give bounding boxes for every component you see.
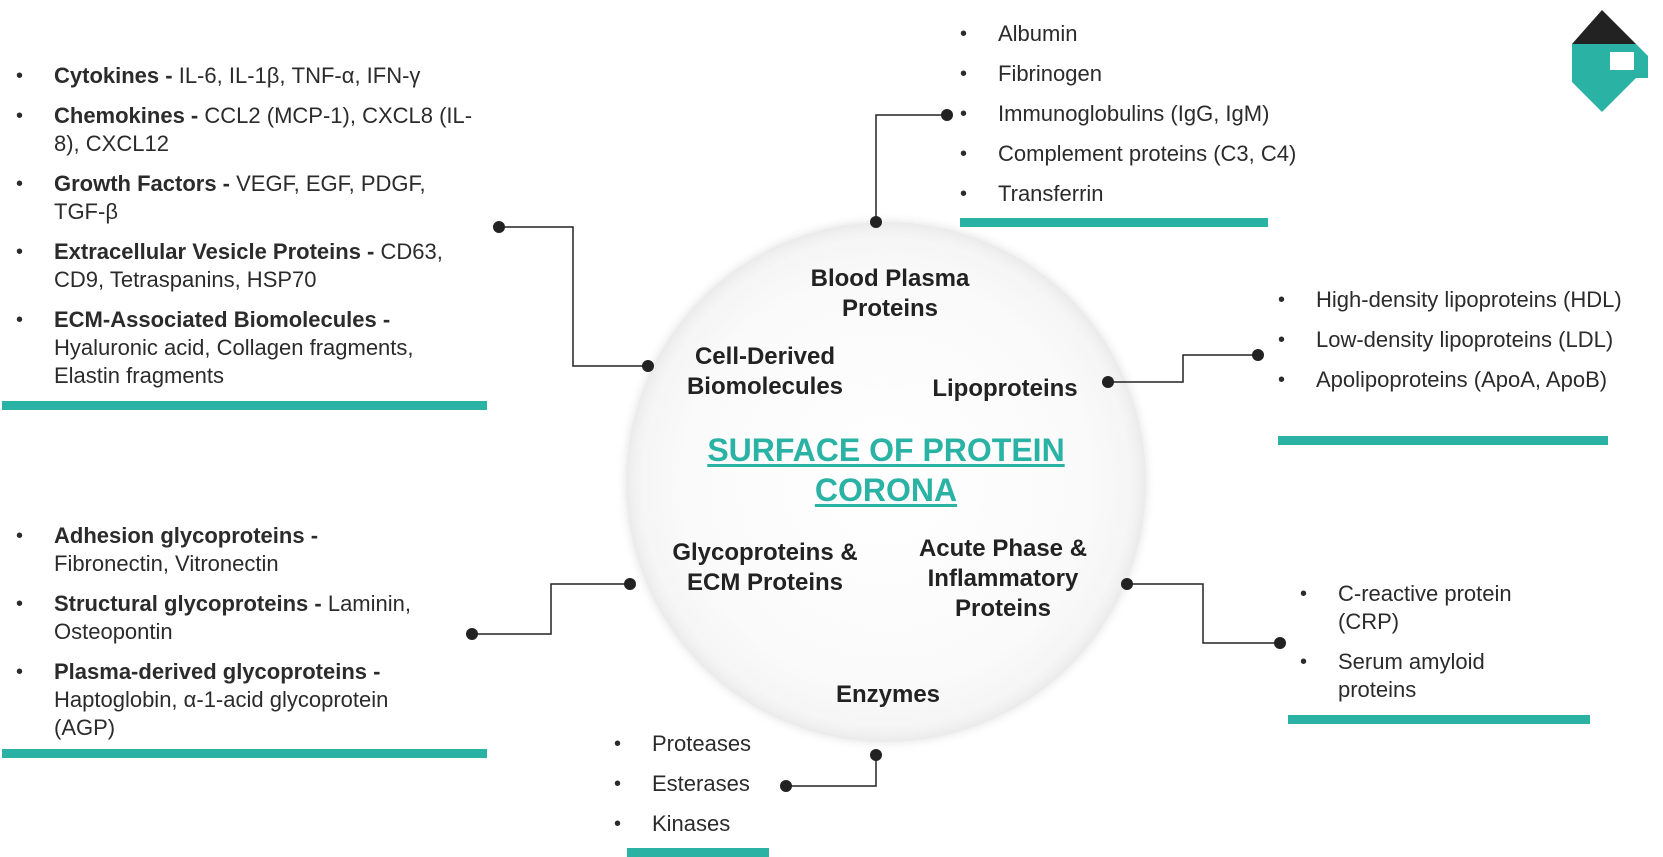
connector-cell-derived xyxy=(499,226,648,367)
connector-enzymes xyxy=(786,755,877,787)
list-item: Kinases xyxy=(604,810,804,838)
connector-lipoproteins xyxy=(1108,354,1258,383)
list-item: C-reactive protein (CRP) xyxy=(1290,580,1550,636)
category-cell-derived: Cell-Derived Biomolecules xyxy=(686,343,844,400)
list-item: Chemokines - CCL2 (MCP-1), CXCL8 (IL-8),… xyxy=(6,102,476,158)
list-item: Extracellular Vesicle Proteins - CD63, C… xyxy=(6,238,476,294)
brand-logo-icon xyxy=(1572,10,1648,112)
list-item: Esterases xyxy=(604,770,804,798)
cell-derived-list: Cytokines - IL-6, IL-1β, TNF-α, IFN-γ Ch… xyxy=(6,62,476,402)
list-item: Fibrinogen xyxy=(950,60,1330,88)
glycoproteins-list: Adhesion glycoproteins - Fibronectin, Vi… xyxy=(6,522,436,754)
list-item: High-density lipoproteins (HDL) xyxy=(1268,286,1663,314)
connector-blood-plasma xyxy=(875,114,947,222)
list-item: Transferrin xyxy=(950,180,1330,208)
connector-acute-phase xyxy=(1127,583,1280,644)
list-item: Complement proteins (C3, C4) xyxy=(950,140,1330,168)
list-item: Immunoglobulins (IgG, IgM) xyxy=(950,100,1330,128)
category-acute-phase: Acute Phase & Inflammatory Proteins xyxy=(918,535,1088,622)
list-item: Growth Factors - VEGF, EGF, PDGF, TGF-β xyxy=(6,170,476,226)
category-enzymes: Enzymes xyxy=(835,681,941,708)
list-item: Adhesion glycoproteins - Fibronectin, Vi… xyxy=(6,522,436,578)
category-blood-plasma: Blood Plasma Proteins xyxy=(810,265,970,322)
cell-derived-accent-bar xyxy=(2,401,487,410)
lipoproteins-list: High-density lipoproteins (HDL) Low-dens… xyxy=(1268,286,1663,406)
list-item: Plasma-derived glycoproteins - Haptoglob… xyxy=(6,658,436,742)
list-item: ECM-Associated Biomolecules - Hyaluronic… xyxy=(6,306,476,390)
connector-glycoproteins xyxy=(472,583,630,635)
acute-phase-accent-bar xyxy=(1288,715,1590,724)
list-item: Cytokines - IL-6, IL-1β, TNF-α, IFN-γ xyxy=(6,62,476,90)
category-lipoproteins: Lipoproteins xyxy=(932,375,1078,402)
list-item: Proteases xyxy=(604,730,804,758)
blood-plasma-accent-bar xyxy=(960,218,1268,227)
list-item: Apolipoproteins (ApoA, ApoB) xyxy=(1268,366,1663,394)
enzymes-list: Proteases Esterases Kinases xyxy=(604,730,804,850)
corona-sphere xyxy=(626,222,1146,742)
enzymes-accent-bar xyxy=(627,848,769,857)
acute-phase-list: C-reactive protein (CRP) Serum amyloid p… xyxy=(1290,580,1550,716)
list-item: Structural glycoproteins - Laminin, Oste… xyxy=(6,590,436,646)
list-item: Albumin xyxy=(950,20,1330,48)
lipoproteins-accent-bar xyxy=(1278,436,1608,445)
list-item: Low-density lipoproteins (LDL) xyxy=(1268,326,1663,354)
blood-plasma-list: Albumin Fibrinogen Immunoglobulins (IgG,… xyxy=(950,20,1330,220)
list-item: Serum amyloid proteins xyxy=(1290,648,1550,704)
glycoproteins-accent-bar xyxy=(2,749,487,758)
center-title: SURFACE OF PROTEIN CORONA xyxy=(707,432,1065,508)
category-glycoproteins: Glycoproteins & ECM Proteins xyxy=(672,539,858,596)
